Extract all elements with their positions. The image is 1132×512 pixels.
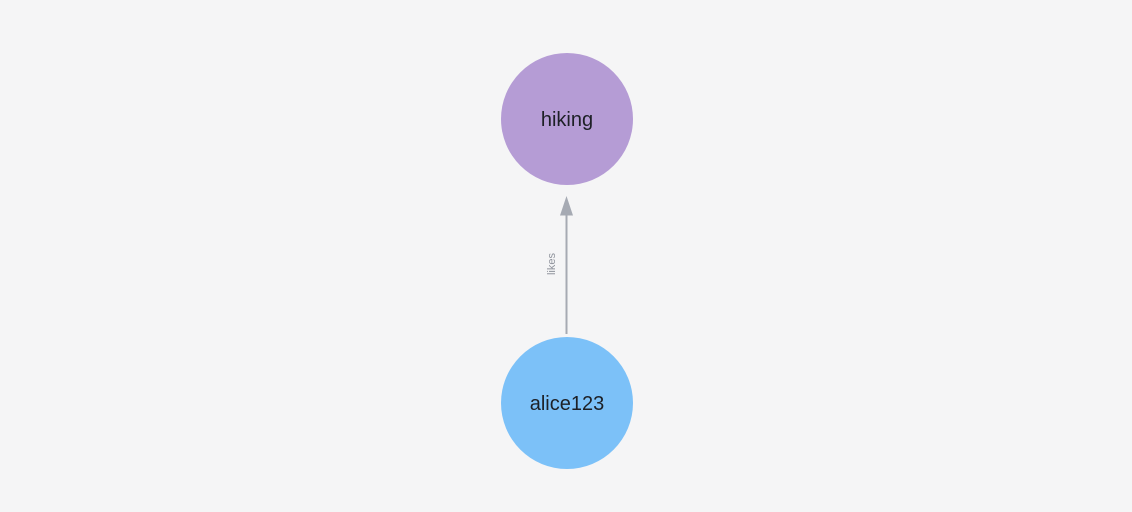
edge-likes[interactable]: likes xyxy=(546,196,573,334)
node-circle-alice123[interactable] xyxy=(501,337,633,469)
node-circle-hiking[interactable] xyxy=(501,53,633,185)
node-label-hiking: hiking xyxy=(541,109,593,131)
node-alice123[interactable]: alice123 xyxy=(501,337,633,469)
node-hiking[interactable]: hiking xyxy=(501,53,633,185)
edge-arrowhead[interactable] xyxy=(560,196,573,216)
edge-label[interactable]: likes xyxy=(546,253,558,276)
node-label-alice123: alice123 xyxy=(530,393,605,415)
